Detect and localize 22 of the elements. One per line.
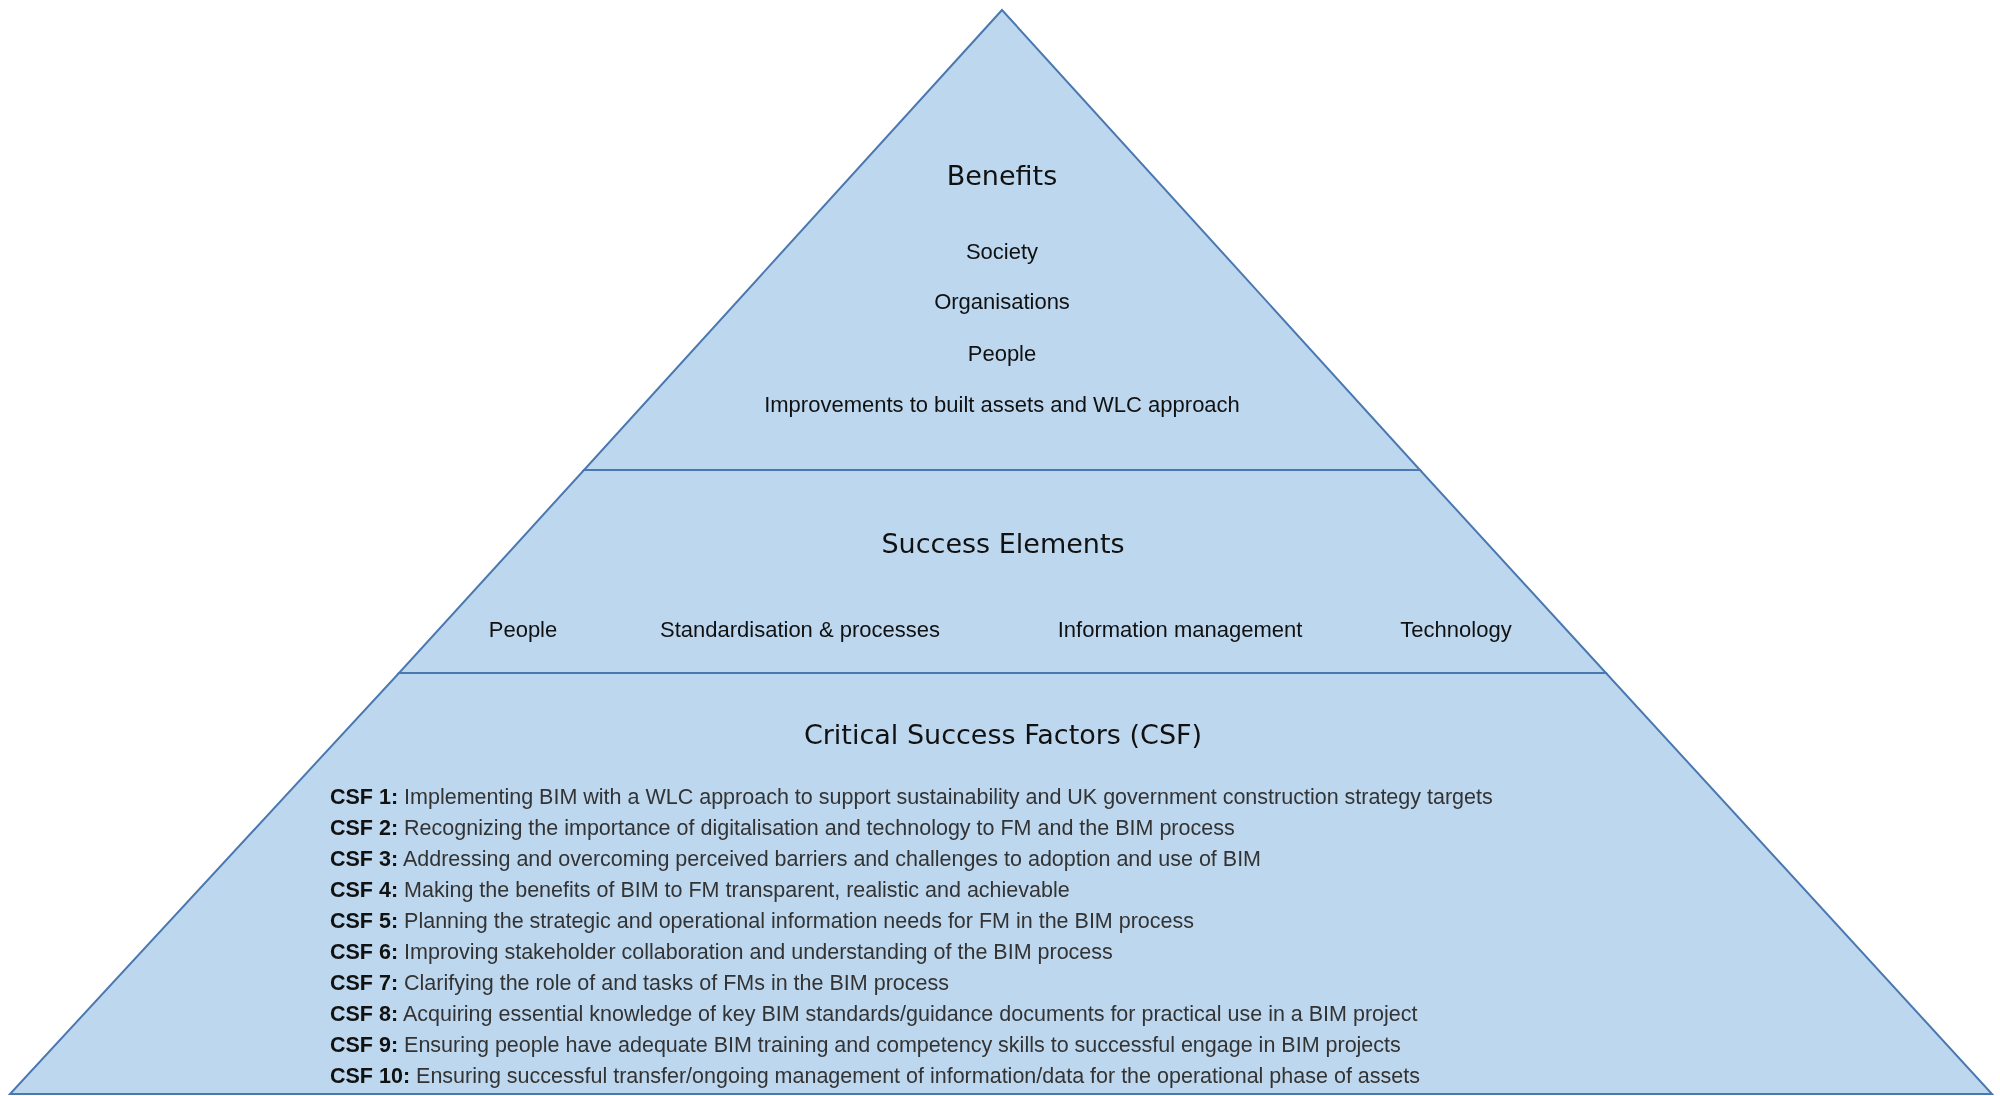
item-text: People: [967, 341, 1037, 367]
pyramid-band: [584, 10, 1420, 470]
item-text: Society: [965, 239, 1039, 265]
item-text: Standardisation & processes: [659, 617, 941, 643]
band-heading: Critical Success Factors (CSF): [803, 718, 1203, 750]
factor-text: CSF 10: Ensuring successful transfer/ongoing management of information/data for the operational phase of assets: [330, 1063, 1420, 1089]
item-text: Improvements to built assets and WLC approach: [764, 392, 1240, 418]
factor-text: CSF 5: Planning the strategic and operational information needs for FM in the BIM process: [330, 908, 1195, 934]
factor-text: CSF 8: Acquiring essential knowledge of key BIM standards/guidance documents for practical use in a BIM project: [330, 1001, 1418, 1027]
band-heading: Success Elements: [881, 527, 1125, 559]
factor-text: CSF 9: Ensuring people have adequate BIM training and competency skills to successful engage in BIM projects: [330, 1032, 1401, 1058]
item-text: People: [488, 617, 558, 643]
factor-text: CSF 3: Addressing and overcoming perceived barriers and challenges to adoption and use of BIM: [330, 846, 1261, 872]
factor-text: CSF 1: Implementing BIM with a WLC approach to support sustainability and UK government construction strategy targets: [330, 784, 1493, 810]
item-text: Technology: [1400, 617, 1512, 643]
band-heading: Benefits: [946, 159, 1058, 191]
factor-text: CSF 7: Clarifying the role of and tasks of FMs in the BIM process: [330, 970, 949, 996]
factor-text: CSF 2: Recognizing the importance of digitalisation and technology to FM and the BIM process: [330, 815, 1235, 841]
item-text: Organisations: [934, 289, 1070, 315]
factor-text: CSF 4: Making the benefits of BIM to FM transparent, realistic and achievable: [330, 877, 1070, 903]
item-text: Information management: [1057, 617, 1303, 643]
factor-text: CSF 6: Improving stakeholder collaboration and understanding of the BIM process: [330, 939, 1113, 965]
